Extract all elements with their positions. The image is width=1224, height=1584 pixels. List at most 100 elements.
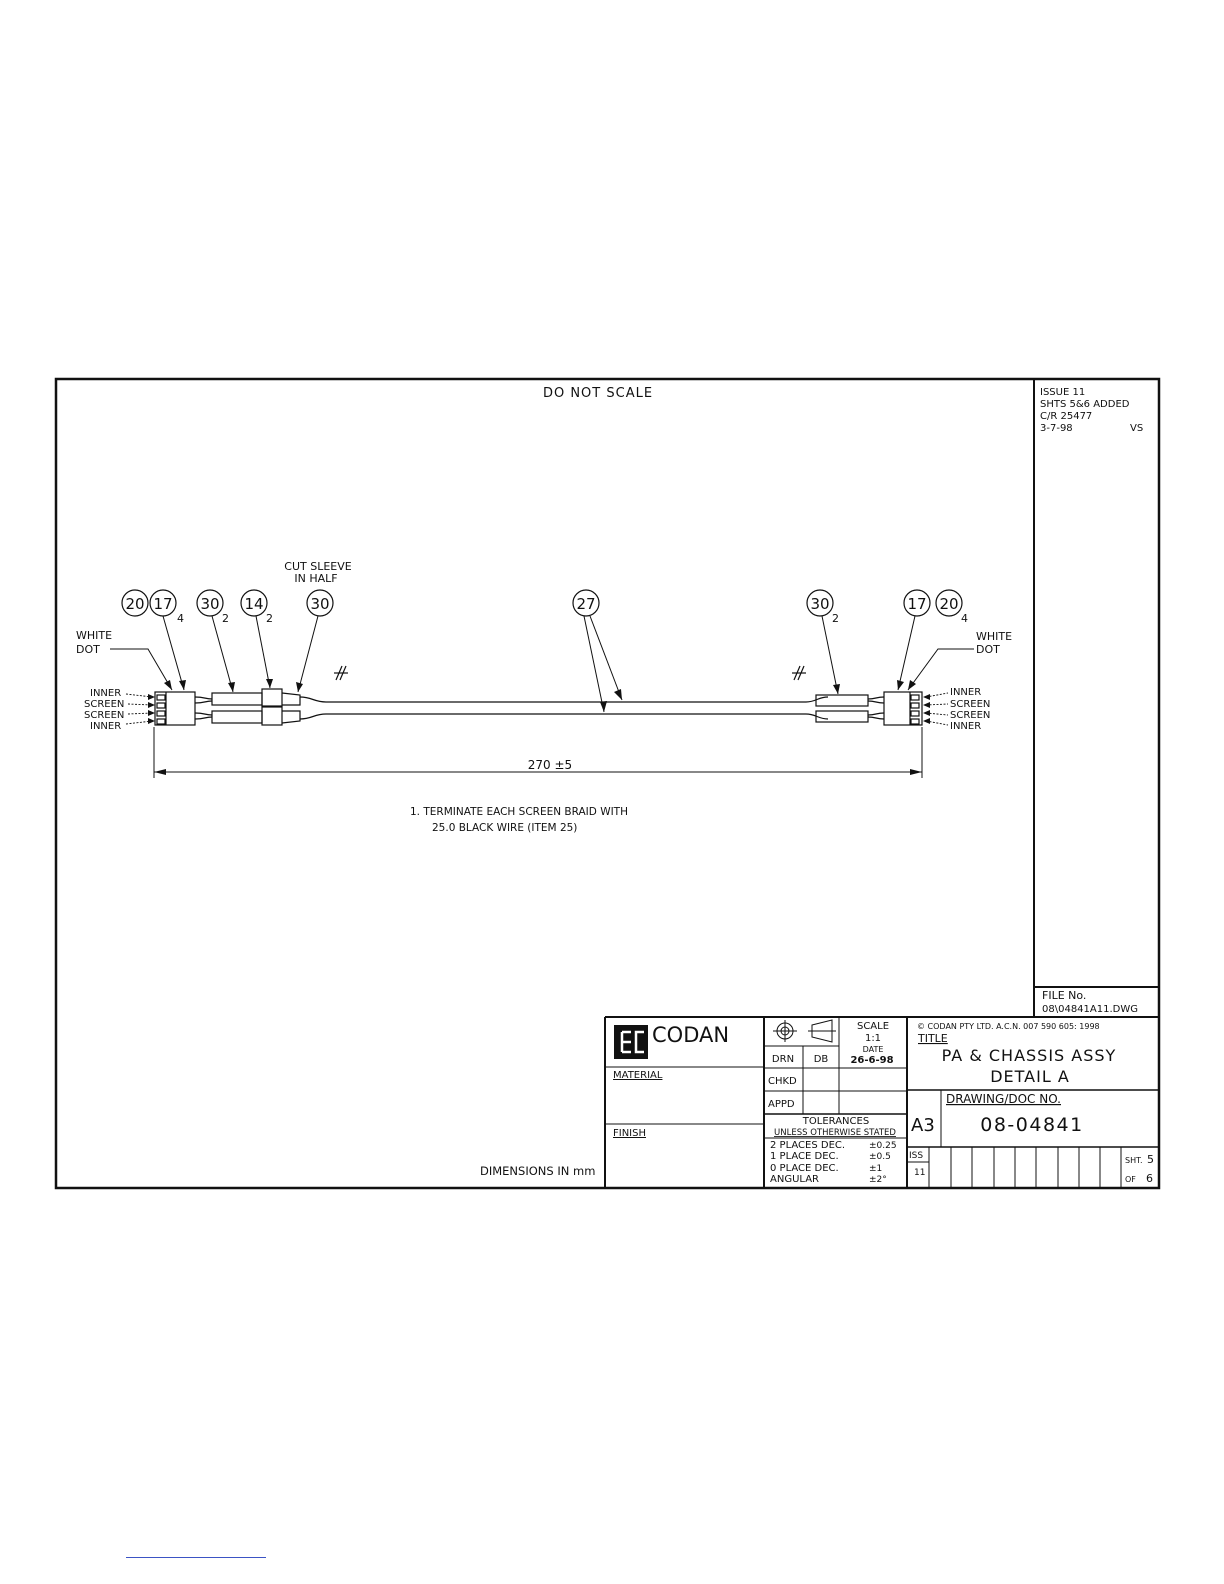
balloon-number: 30 [810,595,829,613]
sleeve [211,692,263,706]
of-value: 6 [1146,1172,1153,1185]
revision-line: ISSUE 11 [1040,387,1085,398]
sheet-label: SHT. [1125,1156,1143,1165]
title-label: TITLE [917,1032,948,1045]
pin-label: SCREEN [84,710,124,721]
note-line: 1. TERMINATE EACH SCREEN BRAID WITH [410,806,628,818]
tolerances-title: TOLERANCES [802,1116,869,1127]
do-not-scale-note: DO NOT SCALE [543,386,653,401]
pin-label: INNER [90,721,121,732]
pin-label: SCREEN [84,699,124,710]
item-balloon [935,589,963,617]
tolerance-value: ±0.25 [869,1141,897,1151]
sleeve [211,710,263,724]
note-line: 25.0 BLACK WIRE (ITEM 25) [432,822,577,834]
drawing-border [54,377,1161,1190]
revision-line: C/R 25477 [1040,411,1092,422]
break-symbol [334,665,806,681]
item-balloon [903,589,931,617]
third-angle-projection-icon [773,1019,836,1043]
iss-value: 11 [914,1168,925,1178]
title-block [604,1016,1159,1188]
drawing-title: PA & CHASSIS ASSY [942,1046,1117,1065]
of-label: OF [1125,1175,1136,1184]
date-label: DATE [863,1045,884,1054]
balloon-number: 30 [310,595,329,613]
tolerance-value: ±2° [869,1175,887,1185]
tolerances-subtitle: UNLESS OTHERWISE STATED [774,1128,896,1138]
revision-block: ISSUE 11 SHTS 5&6 ADDED C/R 25477 3-7-98… [1040,387,1143,434]
doc-number-label: DRAWING/DOC NO. [946,1092,1061,1106]
balloon-number: 20 [125,595,144,613]
cut-sleeve-note: CUT SLEEVE [284,560,351,573]
balloon-number: 27 [576,595,595,613]
drn-label: DRN [772,1054,794,1065]
tolerance-label: ANGULAR [770,1174,819,1185]
file-value: 08\04841A11.DWG [1042,1004,1138,1015]
chkd-label: CHKD [768,1076,797,1087]
doc-number: 08-04841 [980,1114,1083,1136]
right-connector [883,691,923,726]
white-dot-label: WHITE [976,630,1012,643]
tolerance-label: 2 PLACES DEC. [770,1140,845,1151]
tolerance-label: 0 PLACE DEC. [770,1163,839,1174]
item-balloon [196,589,224,617]
balloon-number: 20 [939,595,958,613]
white-dot-label: WHITE [76,629,112,642]
material-label: MATERIAL [613,1070,663,1081]
item-balloon [572,589,600,617]
balloon-qty: 2 [832,612,839,625]
item-balloon [306,589,334,617]
sleeve [815,694,869,707]
tolerance-value: ±1 [869,1164,882,1174]
pin-label: INNER [950,687,981,698]
pin-label: INNER [90,688,121,699]
company-name: CODAN [652,1023,729,1047]
revision-line: SHTS 5&6 ADDED [1040,399,1130,410]
white-dot-label: DOT [76,643,100,656]
cut-sleeve-note: IN HALF [294,572,337,585]
balloon-number: 17 [153,595,172,613]
copyright-note: © CODAN PTY LTD. A.C.N. 007 590 605: 199… [917,1022,1100,1031]
scale-value: 1:1 [865,1033,881,1044]
pin-label: SCREEN [950,699,990,710]
cable-assembly [154,688,923,726]
date-value: 26-6-98 [850,1055,893,1066]
balloon-qty: 4 [177,612,184,625]
sheet-size: A3 [911,1115,935,1136]
item-balloon [240,589,268,617]
pin-label: SCREEN [950,710,990,721]
dimension-value: 270 ±5 [528,758,572,772]
tolerance-value: ±0.5 [869,1152,891,1162]
revision-line: 3-7-98 [1040,423,1073,434]
balloon-qty: 2 [222,612,229,625]
sheet-value: 5 [1147,1153,1154,1166]
left-connector [154,691,196,726]
ferrule [261,706,283,726]
sleeve [815,710,869,723]
drawing-title: DETAIL A [990,1067,1070,1086]
balloon-number: 17 [907,595,926,613]
balloon-qty: 2 [266,612,273,625]
dimension-line [153,727,923,778]
scale-label: SCALE [857,1021,889,1032]
item-balloon [121,589,149,617]
balloon-qty: 4 [961,612,968,625]
leader-lines [110,615,974,713]
finish-label: FINISH [613,1128,646,1139]
balloon-number: 30 [200,595,219,613]
dimensions-note: DIMENSIONS IN mm [480,1164,595,1178]
drn-value: DB [814,1054,829,1065]
balloon-number: 14 [244,595,263,613]
ferrule [261,688,283,707]
pin-label: INNER [950,721,981,732]
file-label: FILE No. [1042,989,1086,1002]
appd-label: APPD [768,1099,795,1110]
item-balloon [806,589,834,617]
iss-label: ISS [909,1151,923,1161]
footer-separator [126,1557,266,1558]
white-dot-label: DOT [976,643,1000,656]
tolerance-label: 1 PLACE DEC. [770,1151,839,1162]
revision-initials: VS [1130,423,1143,434]
